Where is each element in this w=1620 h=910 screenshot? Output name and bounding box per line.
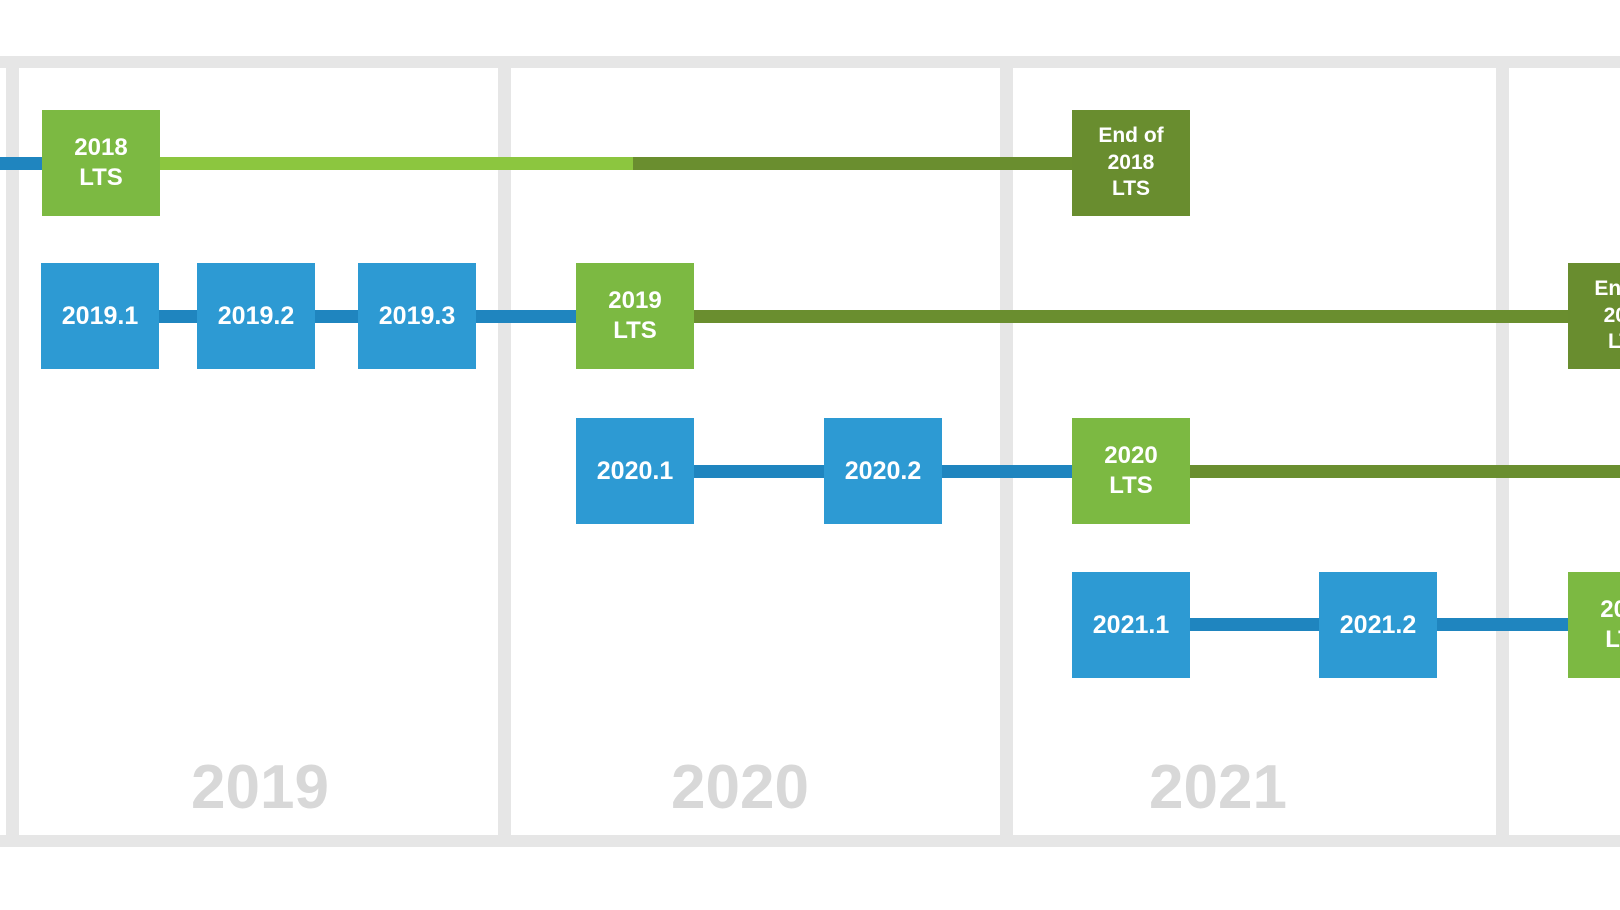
release-line-2019 [476,310,576,323]
release-line-2020 [942,465,1072,478]
node-2020-1: 2020.1 [576,418,694,524]
release-line-2019 [315,310,358,323]
release-line-2021 [1190,618,1319,631]
support-line-2019-lts-dark [694,310,1568,323]
node-2021-2: 2021.2 [1319,572,1437,678]
node-2018-lts: 2018 LTS [42,110,160,216]
node-2021-1: 2021.1 [1072,572,1190,678]
support-line-2020-lts-dark [1190,465,1620,478]
release-line-2019 [159,310,197,323]
node-2019-3: 2019.3 [358,263,476,369]
grid-band-bottom [0,835,1620,847]
node-2019-lts: 2019 LTS [576,263,694,369]
node-end-2018-lts: End of 2018 LTS [1072,110,1190,216]
grid-band-top [0,56,1620,68]
node-2020-2: 2020.2 [824,418,942,524]
column-divider [498,56,511,847]
node-2021-lts: 2021 LTS [1568,572,1620,678]
column-divider [6,56,19,847]
node-2019-2: 2019.2 [197,263,315,369]
year-label-2019: 2019 [191,753,329,822]
node-end-2019-lts: End of 2019 LTS [1568,263,1620,369]
support-line-2018-lts-light [160,157,633,170]
release-line-2018-incoming [0,157,42,170]
release-line-2021 [1437,618,1568,631]
node-2020-lts: 2020 LTS [1072,418,1190,524]
release-line-2020 [694,465,824,478]
column-divider [1000,56,1013,847]
year-label-2020: 2020 [671,753,809,822]
support-line-2018-lts-dark [633,157,1072,170]
node-2019-1: 2019.1 [41,263,159,369]
column-divider [1496,56,1509,847]
year-label-2021: 2021 [1149,753,1287,822]
